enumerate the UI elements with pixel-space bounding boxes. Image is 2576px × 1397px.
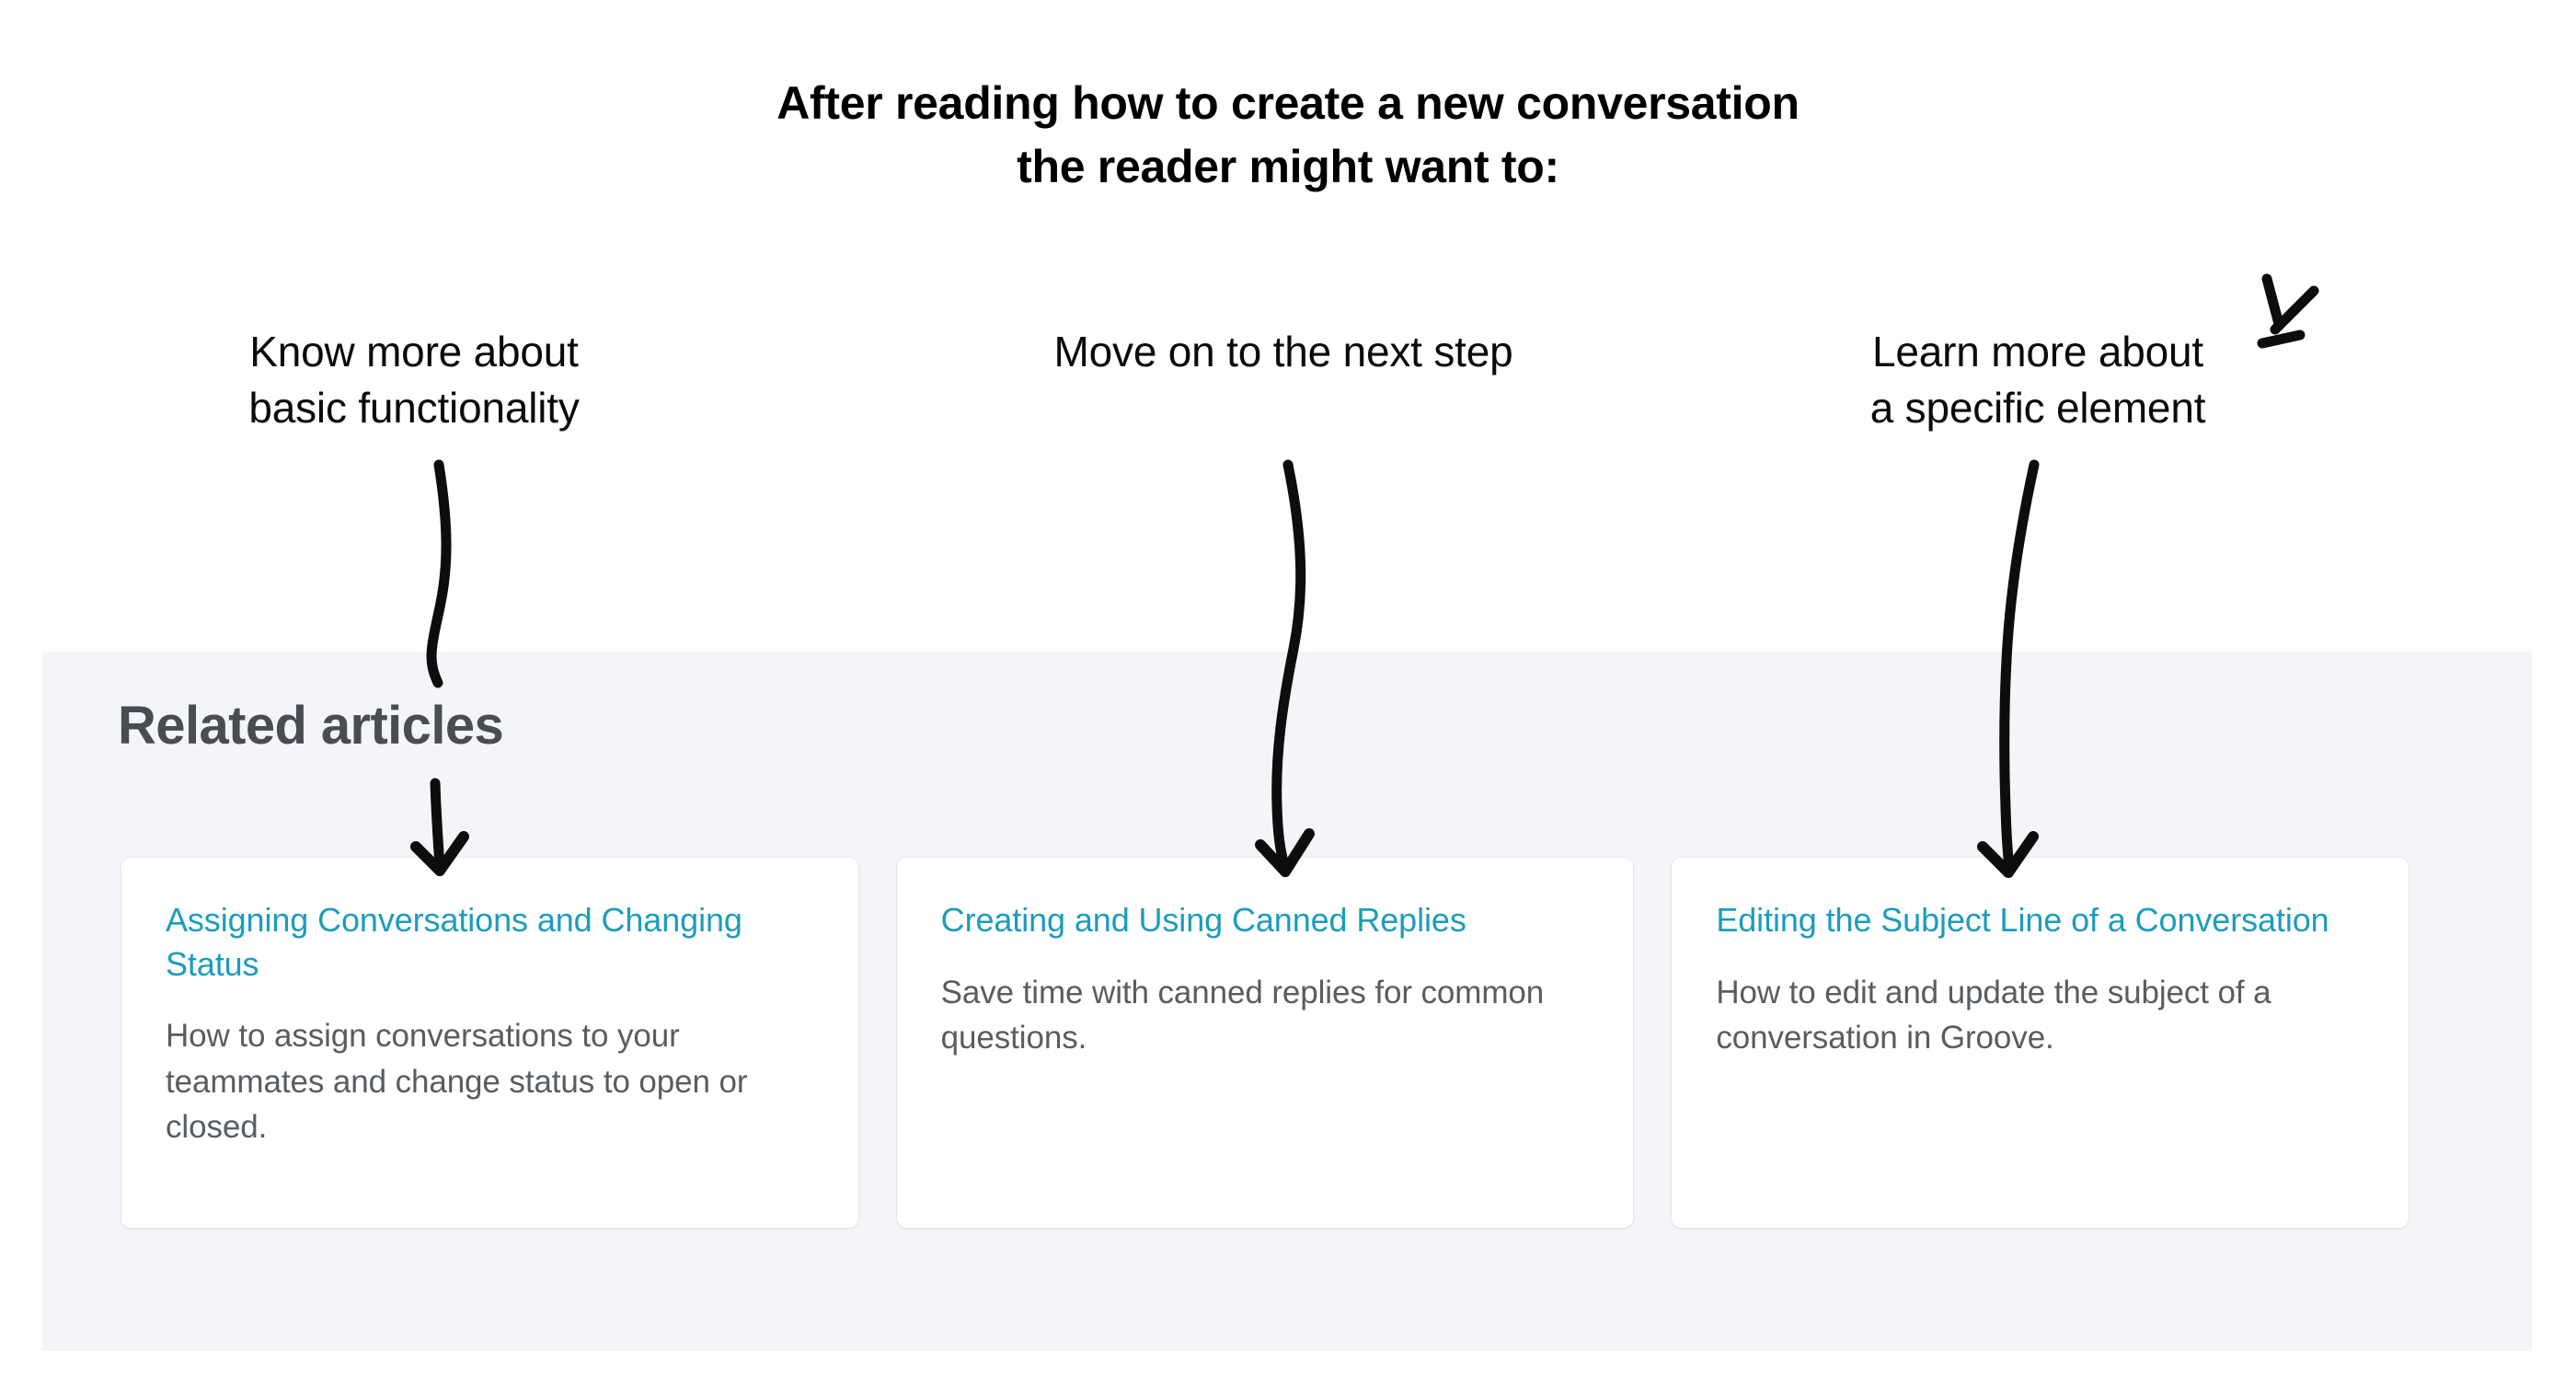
- annotation-label-next-step: Move on to the next step: [1053, 328, 1513, 375]
- related-article-link[interactable]: Assigning Conversations and Changing Sta…: [166, 901, 742, 983]
- related-article-description: Save time with canned replies for common…: [940, 974, 1545, 1056]
- related-article-link[interactable]: Creating and Using Canned Replies: [940, 901, 1466, 939]
- related-article-card[interactable]: Creating and Using Canned Replies Save t…: [896, 858, 1634, 1228]
- annotation-label-know-more: Know more about basic functionality: [248, 328, 580, 432]
- related-article-card[interactable]: Editing the Subject Line of a Conversati…: [1672, 858, 2409, 1228]
- page-title: After reading how to create a new conver…: [776, 77, 1800, 192]
- related-articles-heading: Related articles: [118, 696, 504, 756]
- related-article-link[interactable]: Editing the Subject Line of a Conversati…: [1716, 901, 2329, 939]
- related-articles-card-list: Assigning Conversations and Changing Sta…: [121, 858, 2409, 1228]
- annotation-label-specific-element: Learn more about a specific element: [1869, 328, 2206, 432]
- related-article-description: How to edit and update the subject of a …: [1716, 974, 2271, 1056]
- related-article-description: How to assign conversations to your team…: [166, 1018, 748, 1146]
- sparkle-stroke-1: [2261, 273, 2284, 329]
- annotation-arrow-1-tail: [426, 459, 452, 688]
- related-article-card[interactable]: Assigning Conversations and Changing Sta…: [121, 858, 858, 1228]
